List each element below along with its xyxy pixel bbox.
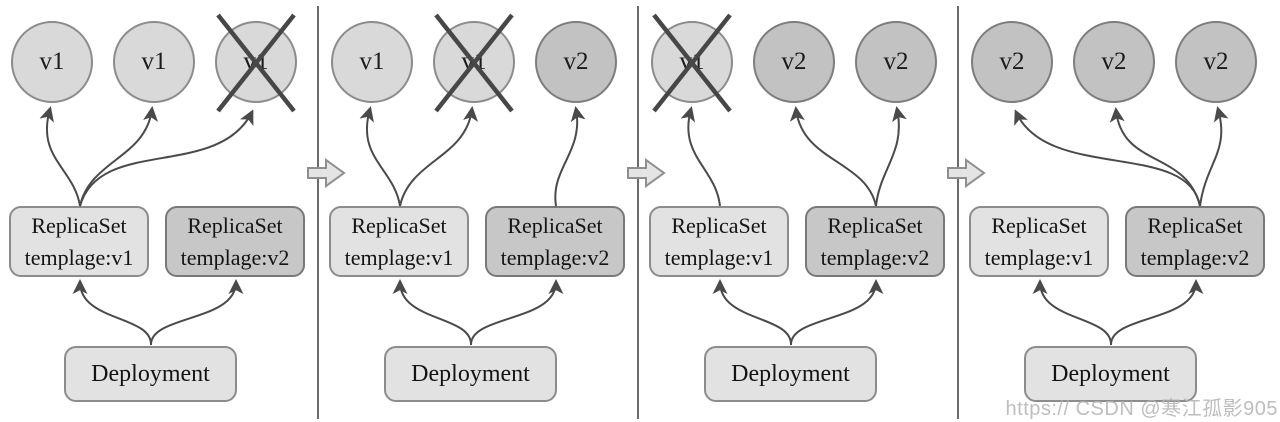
pod-version-label: v2 <box>1101 48 1127 75</box>
deployment-label: Deployment <box>91 360 210 387</box>
replicaset-title: ReplicaSet <box>991 212 1087 238</box>
pod-version-label: v1 <box>141 48 167 75</box>
pod-circle: v1 <box>651 21 733 103</box>
replicaset-title: ReplicaSet <box>187 212 283 238</box>
pod-circle: v2 <box>855 21 937 103</box>
pod-version-label: v1 <box>243 48 269 75</box>
replicaset-v2-box: ReplicaSet templage:v2 <box>165 206 305 277</box>
replicaset-v2-box: ReplicaSet templage:v2 <box>485 206 625 277</box>
pod-version-label: v2 <box>883 48 909 75</box>
replicaset-template-label: templage:v1 <box>24 244 134 270</box>
deployment-box: Deployment <box>384 346 557 402</box>
replicaset-template-label: templage:v2 <box>1140 244 1250 270</box>
stage-panel-2: v1 v1 v2 ReplicaSet templage:v1 ReplicaS… <box>320 0 638 422</box>
pod-circle: v2 <box>1073 21 1155 103</box>
replicaset-v1-box: ReplicaSet templage:v1 <box>649 206 789 277</box>
replicaset-template-label: templage:v1 <box>664 244 774 270</box>
pod-circle: v2 <box>535 21 617 103</box>
replicaset-v2-box: ReplicaSet templage:v2 <box>805 206 945 277</box>
pod-version-label: v2 <box>563 48 589 75</box>
replicaset-title: ReplicaSet <box>1147 212 1243 238</box>
replicaset-v1-box: ReplicaSet templage:v1 <box>329 206 469 277</box>
stage-panel-4: v2 v2 v2 ReplicaSet templage:v1 ReplicaS… <box>960 0 1278 422</box>
panel-divider <box>957 6 959 419</box>
replicaset-title: ReplicaSet <box>827 212 923 238</box>
pod-circle: v1 <box>433 21 515 103</box>
panel-divider <box>317 6 319 419</box>
next-stage-arrow-icon <box>947 158 986 188</box>
replicaset-title: ReplicaSet <box>31 212 127 238</box>
pod-circle: v2 <box>1175 21 1257 103</box>
deployment-label: Deployment <box>411 360 530 387</box>
panel-divider <box>637 6 639 419</box>
pod-version-label: v2 <box>781 48 807 75</box>
stage-panel-3: v1 v2 v2 ReplicaSet templage:v1 ReplicaS… <box>640 0 958 422</box>
replicaset-title: ReplicaSet <box>351 212 447 238</box>
pod-version-label: v1 <box>39 48 65 75</box>
deployment-box: Deployment <box>64 346 237 402</box>
replicaset-v2-box: ReplicaSet templage:v2 <box>1125 206 1265 277</box>
replicaset-template-label: templage:v2 <box>500 244 610 270</box>
pod-version-label: v1 <box>461 48 487 75</box>
pod-circle: v2 <box>753 21 835 103</box>
csdn-watermark: https:// CSDN @寒江孤影905 <box>1005 398 1278 420</box>
replicaset-v1-box: ReplicaSet templage:v1 <box>9 206 149 277</box>
replicaset-template-label: templage:v1 <box>344 244 454 270</box>
pod-version-label: v2 <box>1203 48 1229 75</box>
replicaset-v1-box: ReplicaSet templage:v1 <box>969 206 1109 277</box>
replicaset-template-label: templage:v2 <box>820 244 930 270</box>
pod-version-label: v2 <box>999 48 1025 75</box>
replicaset-title: ReplicaSet <box>507 212 603 238</box>
replicaset-template-label: templage:v1 <box>984 244 1094 270</box>
next-stage-arrow-icon <box>627 158 666 188</box>
pod-circle: v1 <box>113 21 195 103</box>
pod-version-label: v1 <box>679 48 705 75</box>
pod-circle: v2 <box>971 21 1053 103</box>
deployment-box: Deployment <box>1024 346 1197 402</box>
deployment-label: Deployment <box>1051 360 1170 387</box>
deployment-label: Deployment <box>731 360 850 387</box>
next-stage-arrow-icon <box>307 158 346 188</box>
deployment-box: Deployment <box>704 346 877 402</box>
pod-circle: v1 <box>11 21 93 103</box>
replicaset-title: ReplicaSet <box>671 212 767 238</box>
pod-circle: v1 <box>331 21 413 103</box>
pod-circle: v1 <box>215 21 297 103</box>
replicaset-template-label: templage:v2 <box>180 244 290 270</box>
stage-panel-1: v1 v1 v1 ReplicaSet templage:v1 ReplicaS… <box>0 0 318 422</box>
pod-version-label: v1 <box>359 48 385 75</box>
